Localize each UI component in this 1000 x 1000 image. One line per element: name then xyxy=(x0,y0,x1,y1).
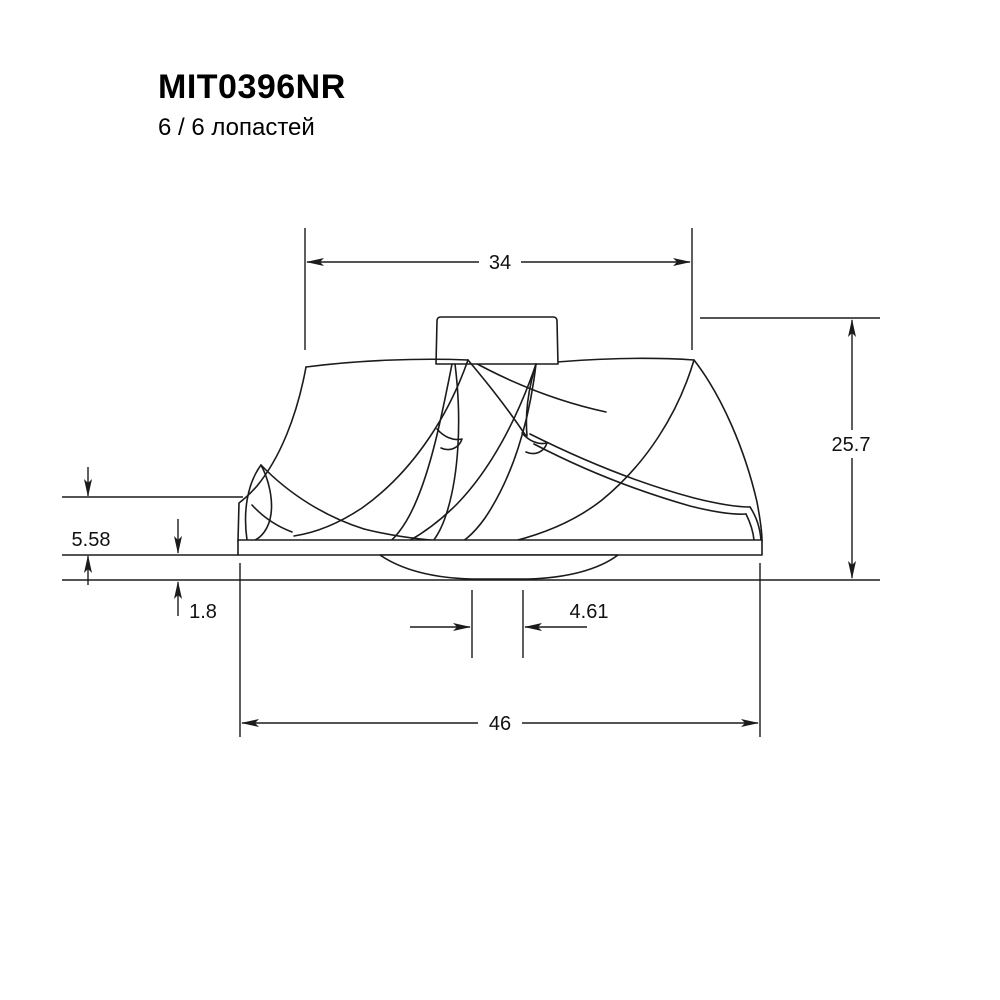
impeller-nose xyxy=(379,554,619,580)
impeller-right-sweep-blade-bottom xyxy=(533,443,747,515)
impeller-hub-hook-left xyxy=(436,428,463,451)
impeller-right-rim-edge-outer xyxy=(749,506,762,541)
dimension-backplate-thickness: 5.58 xyxy=(62,467,243,585)
impeller-right-silhouette xyxy=(535,357,763,542)
impeller-right-sweep-blade-top xyxy=(529,433,751,508)
impeller-left-back-blade-edge xyxy=(293,359,469,537)
impeller-base-plate xyxy=(237,539,763,556)
dimension-value: 34 xyxy=(489,252,511,274)
dimension-value: 4.61 xyxy=(570,601,609,623)
impeller-drawing xyxy=(237,316,763,580)
impeller-center-wedge-right xyxy=(525,363,537,437)
impeller-center-wedge-left xyxy=(467,359,527,437)
dimension-value: 5.58 xyxy=(72,529,111,551)
blade-count-label: 6 / 6 лопастей xyxy=(158,114,315,141)
dimension-value: 25.7 xyxy=(832,434,871,456)
impeller-right-blade-inner-edge xyxy=(513,359,695,542)
impeller-shaft xyxy=(435,316,559,365)
impeller-left-blade-tip-edge xyxy=(305,358,469,368)
dimension-top-width: 34 xyxy=(304,228,693,350)
impeller-center-right-blade-front-edge xyxy=(408,363,537,542)
impeller-behind-shaft-blade-curve xyxy=(469,359,607,413)
impeller-small-left-blade xyxy=(244,464,273,542)
part-number: MIT0396NR xyxy=(158,68,346,106)
dimension-value: 46 xyxy=(489,713,511,735)
dimension-bore-width: 4.61 xyxy=(410,590,608,658)
impeller-left-silhouette xyxy=(237,366,307,542)
impeller-left-root-curve xyxy=(251,504,293,533)
impeller-small-left-blade-sweep xyxy=(260,464,365,530)
impeller-right-rim-edge-inner xyxy=(745,513,755,541)
impeller-center-blade-left-edge xyxy=(382,363,453,548)
impeller-center-blade-right-edge xyxy=(424,363,460,550)
dimension-value: 1.8 xyxy=(189,601,217,623)
dimension-nose-height: 1.8 xyxy=(174,519,217,623)
dimension-overall-height: 25.7 xyxy=(700,317,880,579)
dimension-base-width: 46 xyxy=(239,563,761,737)
